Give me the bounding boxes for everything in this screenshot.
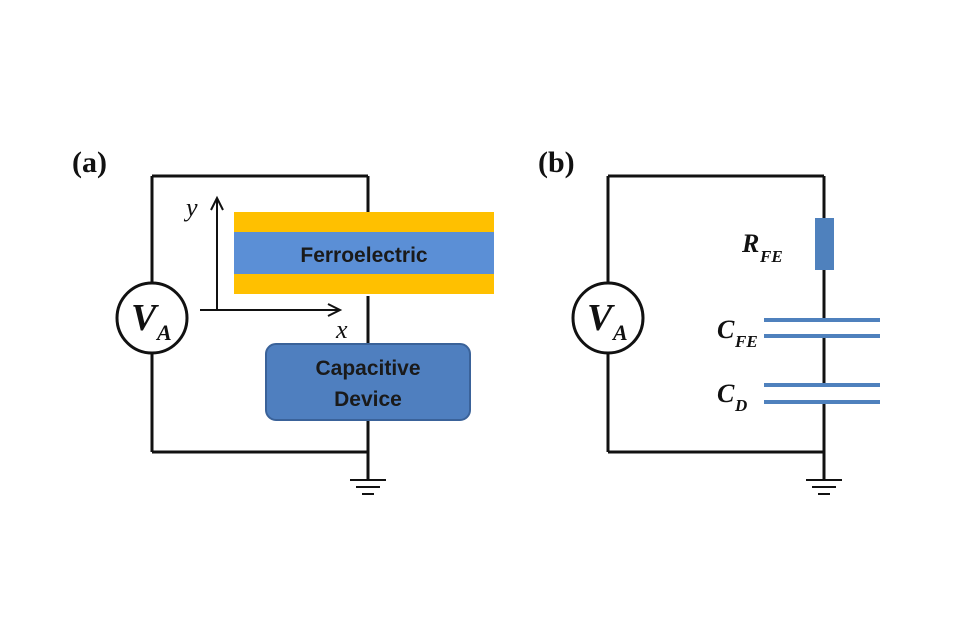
y-axis-label: y <box>183 193 198 222</box>
voltage-source-a: V A <box>115 281 189 355</box>
capacitor-cfe-subscript: FE <box>734 332 758 351</box>
panel-b-label: (b) <box>538 146 575 179</box>
x-axis-arrowhead <box>327 303 343 317</box>
resistor-subscript: FE <box>759 247 783 266</box>
capacitor-cd-plate-bottom <box>764 400 880 404</box>
ground-symbol-b <box>806 479 842 495</box>
voltage-source-b-symbol: V <box>587 297 615 339</box>
voltage-source-b: V A <box>571 281 645 355</box>
panel-b-wires <box>606 174 826 480</box>
panel-a-label: (a) <box>72 146 107 179</box>
ferroelectric-label: Ferroelectric <box>300 244 428 267</box>
device-label-line1: Capacitive <box>315 357 420 380</box>
capacitor-cfe: C FE <box>717 315 880 351</box>
ferroelectric-stack: Ferroelectric <box>234 212 494 294</box>
capacitor-cd-plate-top <box>764 383 880 387</box>
capacitor-cd: C D <box>717 379 880 415</box>
voltage-source-a-subscript: A <box>155 320 172 345</box>
capacitor-cfe-symbol: C <box>717 315 735 344</box>
x-axis-label: x <box>335 315 348 344</box>
capacitor-cfe-plate-top <box>764 318 880 322</box>
panel-a: (a) V A Ferroelectric <box>72 146 494 495</box>
capacitor-cfe-plate-bottom <box>764 334 880 338</box>
coordinate-axes <box>200 195 343 317</box>
top-electrode <box>234 212 494 232</box>
voltage-source-b-subscript: A <box>611 320 628 345</box>
ferroelectric-layer <box>234 232 494 274</box>
resistor-symbol: R <box>741 229 759 258</box>
resistor-body <box>815 218 834 270</box>
panel-b: (b) V A R FE <box>538 146 880 495</box>
capacitor-cd-subscript: D <box>734 396 747 415</box>
voltage-source-a-symbol: V <box>131 297 159 339</box>
ground-symbol-a <box>350 479 386 495</box>
resistor-rfe: R FE <box>741 218 834 270</box>
capacitor-cd-symbol: C <box>717 379 735 408</box>
device-label-line2: Device <box>334 388 402 411</box>
panel-a-wires <box>150 174 370 480</box>
bottom-electrode <box>234 274 494 294</box>
y-axis-arrowhead <box>210 195 224 211</box>
capacitive-device: Capacitive Device <box>265 343 471 421</box>
